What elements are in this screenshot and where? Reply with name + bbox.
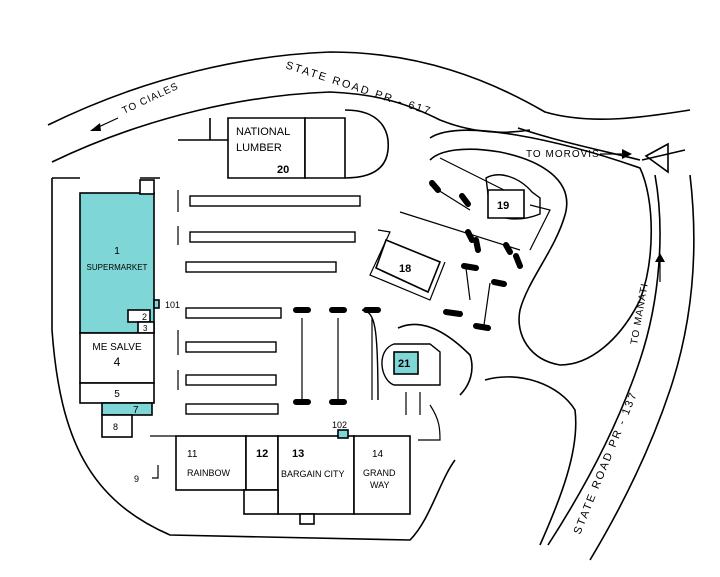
south-access-west [484,376,577,546]
building-19 [487,189,525,219]
parking-row [189,195,361,207]
east-curb [529,204,551,251]
roundabout-loop [429,129,653,366]
building-21 [393,351,419,375]
pr137-east-edge [589,174,695,561]
building-12-rear [243,489,279,515]
supermarket-dock [139,179,155,195]
building-12 [245,435,279,491]
arrow-morovis-head-icon [622,149,632,159]
label-13-number: 13 [292,448,304,460]
label-1-name: SUPERMARKET [87,263,148,272]
site-boundary [51,178,456,541]
label-state-road-pr137: STATE ROAD PR - 137 [572,390,640,536]
label-19: 19 [497,200,509,212]
parking-row [185,403,279,415]
label-4-number: 4 [114,355,121,369]
label-14-number: 14 [372,449,384,460]
parking-islands [301,318,373,400]
parking-rows [177,157,551,441]
store-labels: NATIONAL LUMBER 20 1 SUPERMARKET 2 3 101… [87,126,510,490]
label-20-line1: NATIONAL [236,126,290,138]
label-21: 21 [398,358,410,370]
building-18 [375,238,442,294]
building-13-bargain-city [277,435,355,515]
building-7 [101,402,153,416]
service-lane [405,392,441,441]
label-12: 12 [256,448,268,460]
label-8: 8 [113,422,118,432]
building-20-annex [304,117,346,179]
island-caps [293,307,381,405]
label-13-name: BARGAIN CITY [281,469,345,479]
label-9: 9 [134,474,139,484]
label-to-morovis: TO MOROVIS [526,149,600,160]
label-1-number: 1 [114,246,120,257]
building-14-grand-way [353,435,411,515]
road-lines [47,51,695,561]
building-101 [153,299,160,309]
pr137-west-edge [547,174,661,546]
label-11-name: RAINBOW [187,468,231,478]
parking-row [185,341,277,353]
curb [361,309,379,401]
building-11-rainbow [175,435,247,491]
label-to-ciales: TO CIALES [121,81,181,117]
label-5: 5 [114,389,120,400]
building-102 [337,429,349,439]
parking-row [185,374,277,386]
building-4-me-salve [79,332,155,384]
pr617-north-edge [47,51,691,126]
label-18: 18 [399,263,411,275]
label-101: 101 [165,300,180,310]
pr617-south-edge [51,91,531,163]
building-9-marker [150,435,176,479]
label-14-line2: WAY [370,480,390,490]
label-11-number: 11 [187,449,198,460]
parking-row [185,261,337,273]
label-14-line1: GRAND [363,468,396,478]
inner-curb [397,323,473,396]
label-7: 7 [133,405,139,416]
building-21-loop [381,343,441,386]
traffic-island [644,142,669,174]
buildings [79,117,525,525]
lumber-access [178,109,390,179]
label-4-name: ME SALVE [92,342,142,353]
label-state-road-pr617: STATE ROAD PR - 617 [284,59,433,118]
label-20-line2: LUMBER [236,142,282,154]
label-20-number: 20 [277,164,289,176]
label-2: 2 [142,312,147,322]
parking-row [189,231,356,243]
label-102: 102 [332,420,347,430]
loading-dock [299,513,315,525]
arrow-ciales-head-icon [90,123,101,131]
direction-arrows [90,117,665,282]
arrow-manati-head-icon [655,253,665,262]
lot-caps-east [429,180,523,331]
building-18-curb [369,229,446,301]
label-3: 3 [143,324,148,333]
parking-row [185,307,282,319]
building-8 [101,414,133,438]
lot-lines-east [399,157,521,326]
